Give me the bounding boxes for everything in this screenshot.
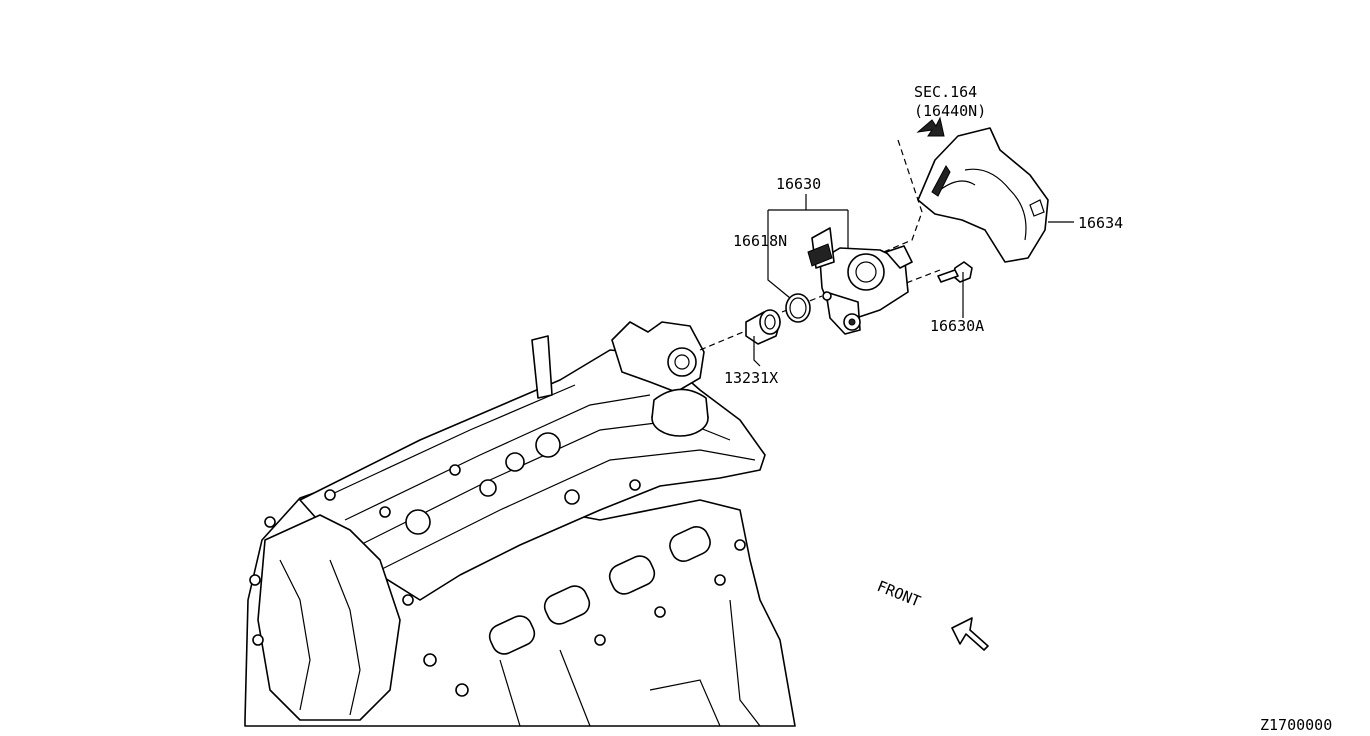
label-13231x: 13231X xyxy=(724,369,778,387)
part-16634-cover xyxy=(917,127,1049,263)
label-16630: 16630 xyxy=(776,175,821,193)
section-ref-line2: (16440N) xyxy=(914,102,986,120)
diagram-code: Z1700000 xyxy=(1260,716,1332,734)
part-16630a-bolt xyxy=(937,261,973,283)
leader-lines xyxy=(767,194,1074,318)
label-16634: 16634 xyxy=(1078,214,1123,232)
section-reference-arrow-icon xyxy=(916,116,945,137)
label-front: FRONT xyxy=(875,577,924,611)
part-16618n-o-ring xyxy=(785,293,811,323)
part-16630-solenoid-valve xyxy=(807,227,913,335)
part-13231x-bushing xyxy=(745,309,781,367)
label-16618n: 16618N xyxy=(733,232,787,250)
section-ref-line1: SEC.164 xyxy=(914,83,977,101)
engine-cylinder-head-illustration xyxy=(244,321,796,727)
label-16630a: 16630A xyxy=(930,317,984,335)
front-direction-arrow-icon xyxy=(951,617,989,651)
